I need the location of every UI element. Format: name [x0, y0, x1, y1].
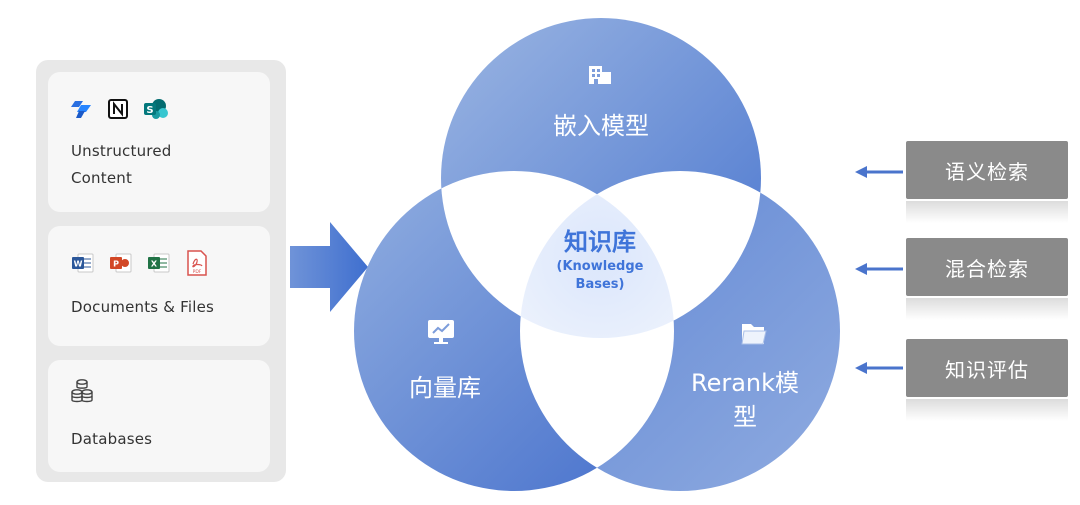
unstructured-icons: S — [71, 98, 169, 120]
databases-card: Databases — [48, 360, 270, 472]
unstructured-content-card: S Unstructured Content — [48, 72, 270, 212]
sharepoint-icon: S — [144, 99, 168, 119]
embedding-model-label: 嵌入模型 — [553, 112, 649, 140]
svg-text:X: X — [151, 260, 158, 269]
vector-store-label: 向量库 — [409, 374, 481, 402]
button-reflection — [906, 298, 1068, 320]
flow-arrow-icon — [290, 222, 368, 312]
svg-text:PDF: PDF — [193, 269, 202, 275]
documents-label: Documents & Files — [71, 298, 215, 316]
knowledge-base-title: 知识库 — [564, 228, 636, 256]
venn-circle-vector-store — [354, 171, 674, 491]
word-icon: W — [72, 253, 94, 273]
notion-icon — [108, 99, 128, 119]
database-icon — [71, 379, 93, 403]
semantic-search-button[interactable]: 语义检索 — [906, 141, 1068, 199]
unstructured-label: Unstructured Content — [71, 142, 172, 187]
documents-files-card: W P X PDF Documents & Files — [48, 226, 270, 346]
knowledge-base-subtitle: (Knowledge Bases) — [556, 259, 644, 292]
arrow-left-icon — [855, 362, 903, 374]
building-icon — [589, 66, 611, 84]
svg-text:P: P — [113, 260, 119, 269]
knowledge-evaluation-button[interactable]: 知识评估 — [906, 339, 1068, 397]
database-icons — [71, 378, 93, 404]
databases-label: Databases — [71, 430, 153, 448]
rerank-model-label: Rerank模 型 — [690, 369, 800, 431]
knowledge-base-label: 知识库 (Knowledge Bases) — [540, 226, 660, 294]
pdf-icon: PDF — [187, 250, 207, 276]
hybrid-search-button[interactable]: 混合检索 — [906, 238, 1068, 296]
arrow-left-icon — [855, 263, 903, 275]
powerpoint-icon: P — [110, 253, 132, 273]
svg-text:W: W — [74, 260, 83, 269]
monitor-chart-icon — [428, 320, 454, 344]
excel-icon: X — [148, 253, 170, 273]
button-reflection — [906, 399, 1068, 421]
jira-icon — [71, 101, 91, 118]
svg-text:S: S — [146, 105, 153, 116]
arrow-left-icon — [855, 166, 903, 178]
button-reflection — [906, 201, 1068, 223]
folder-icon — [741, 324, 767, 345]
document-icons: W P X PDF — [71, 250, 209, 276]
venn-circle-rerank — [520, 171, 840, 491]
